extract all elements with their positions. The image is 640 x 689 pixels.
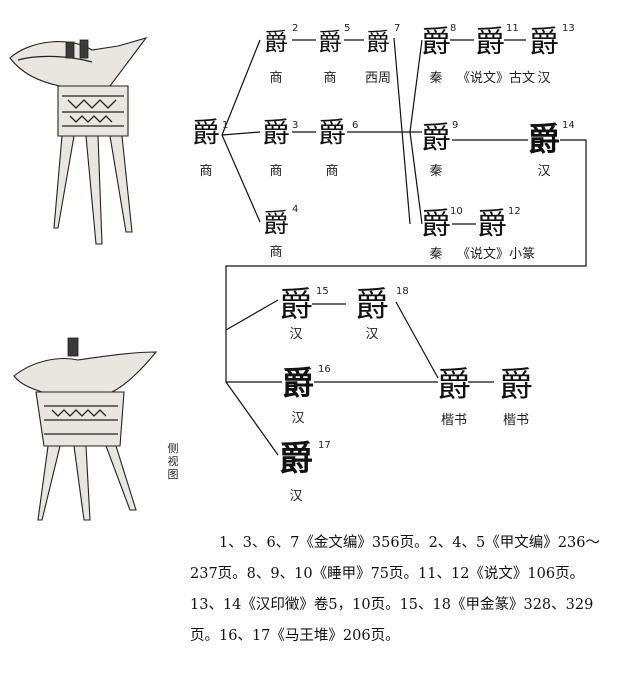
svg-text:秦: 秦 <box>429 71 442 86</box>
svg-text:爵: 爵 <box>355 285 389 325</box>
svg-text:汉: 汉 <box>537 71 550 86</box>
svg-text:爵: 爵 <box>262 116 290 149</box>
svg-text:秦: 秦 <box>429 247 442 262</box>
svg-text:爵: 爵 <box>263 209 289 239</box>
svg-text:6: 6 <box>352 120 358 131</box>
svg-text:汉: 汉 <box>537 164 550 179</box>
svg-text:商: 商 <box>325 164 338 179</box>
glyph-node-1: 爵 1 商 <box>192 116 228 179</box>
svg-text:爵: 爵 <box>318 28 342 56</box>
svg-text:7: 7 <box>394 23 400 34</box>
svg-text:商: 商 <box>323 71 336 86</box>
svg-text:10: 10 <box>450 206 463 217</box>
svg-text:爵: 爵 <box>282 364 314 402</box>
jue-vessel-front-illustration <box>9 37 148 245</box>
svg-text:17: 17 <box>318 440 331 451</box>
glyph-node-2: 爵 2 商 <box>264 23 298 86</box>
svg-text:爵: 爵 <box>318 116 346 149</box>
svg-text:4: 4 <box>292 204 298 215</box>
svg-text:爵: 爵 <box>437 365 471 405</box>
svg-text:爵: 爵 <box>421 207 451 242</box>
side-view-label: 侧视图 <box>167 442 179 481</box>
svg-text:14: 14 <box>562 120 575 131</box>
svg-text:爵: 爵 <box>477 207 507 242</box>
svg-text:楷书: 楷书 <box>503 413 529 428</box>
source-caption: 1、3、6、7《金文编》356页。2、4、5《甲文编》236～237页。8、9、… <box>190 528 610 652</box>
caption-text: 1、3、6、7《金文编》356页。2、4、5《甲文编》236～237页。8、9、… <box>190 535 600 644</box>
svg-text:5: 5 <box>344 23 350 34</box>
svg-text:商: 商 <box>269 164 282 179</box>
glyph-node-4: 爵 4 商 <box>263 204 298 260</box>
svg-text:18: 18 <box>396 286 409 297</box>
svg-text:汉: 汉 <box>289 489 302 504</box>
svg-text:13: 13 <box>562 23 575 34</box>
svg-text:11: 11 <box>506 23 519 34</box>
glyph-node-10: 爵 10 秦 <box>421 206 463 262</box>
svg-text:9: 9 <box>452 120 458 131</box>
glyph-node-14: 爵 14 汉 <box>528 120 575 179</box>
svg-text:爵: 爵 <box>421 121 451 156</box>
svg-text:16: 16 <box>318 364 331 375</box>
svg-text:爵: 爵 <box>279 285 313 325</box>
glyph-node-6: 爵 6 商 <box>318 116 358 179</box>
glyph-node-11: 爵 11 《说文》古文 <box>457 23 535 86</box>
glyph-node-3: 爵 3 商 <box>262 116 298 179</box>
svg-text:爵: 爵 <box>529 25 559 60</box>
svg-text:西周: 西周 <box>365 71 391 86</box>
glyph-node-8: 爵 8 秦 <box>421 23 456 86</box>
svg-text:爵: 爵 <box>528 120 560 158</box>
glyph-node-9: 爵 9 秦 <box>421 120 458 179</box>
svg-text:爵: 爵 <box>499 365 533 405</box>
svg-text:《说文》小篆: 《说文》小篆 <box>457 246 535 262</box>
glyph-node-12: 爵 12 《说文》小篆 <box>457 206 535 262</box>
svg-text:3: 3 <box>292 120 298 131</box>
jue-vessel-side-illustration <box>13 337 158 521</box>
glyph-node-kaishu-2: 爵 楷书 <box>499 365 533 428</box>
svg-text:2: 2 <box>292 23 298 34</box>
svg-text:秦: 秦 <box>429 164 442 179</box>
svg-text:汉: 汉 <box>289 327 302 342</box>
svg-text:1: 1 <box>222 120 228 131</box>
glyph-node-kaishu-1: 爵 楷书 <box>437 365 471 428</box>
svg-text:楷书: 楷书 <box>441 413 467 428</box>
svg-text:爵: 爵 <box>475 25 505 60</box>
svg-text:爵: 爵 <box>279 439 313 479</box>
glyph-node-18: 爵 18 汉 <box>355 285 409 342</box>
connector-lines <box>221 37 587 456</box>
glyph-node-5: 爵 5 商 <box>318 23 350 86</box>
svg-text:商: 商 <box>269 245 282 260</box>
svg-text:8: 8 <box>450 23 456 34</box>
glyph-node-7: 爵 7 西周 <box>365 23 400 86</box>
svg-text:《说文》古文: 《说文》古文 <box>457 71 535 86</box>
svg-text:12: 12 <box>508 206 521 217</box>
svg-text:汉: 汉 <box>365 327 378 342</box>
glyph-node-16: 爵 16 汉 <box>282 364 331 426</box>
glyph-node-15: 爵 15 汉 <box>279 285 329 342</box>
glyph-node-13: 爵 13 汉 <box>529 23 575 86</box>
svg-text:商: 商 <box>199 164 212 179</box>
svg-text:爵: 爵 <box>264 28 288 56</box>
svg-text:15: 15 <box>316 286 329 297</box>
svg-text:商: 商 <box>269 71 282 86</box>
svg-text:爵: 爵 <box>366 28 390 56</box>
svg-text:汉: 汉 <box>291 411 304 426</box>
svg-text:爵: 爵 <box>421 25 451 60</box>
svg-text:爵: 爵 <box>192 116 220 149</box>
glyph-node-17: 爵 17 汉 <box>279 439 331 504</box>
